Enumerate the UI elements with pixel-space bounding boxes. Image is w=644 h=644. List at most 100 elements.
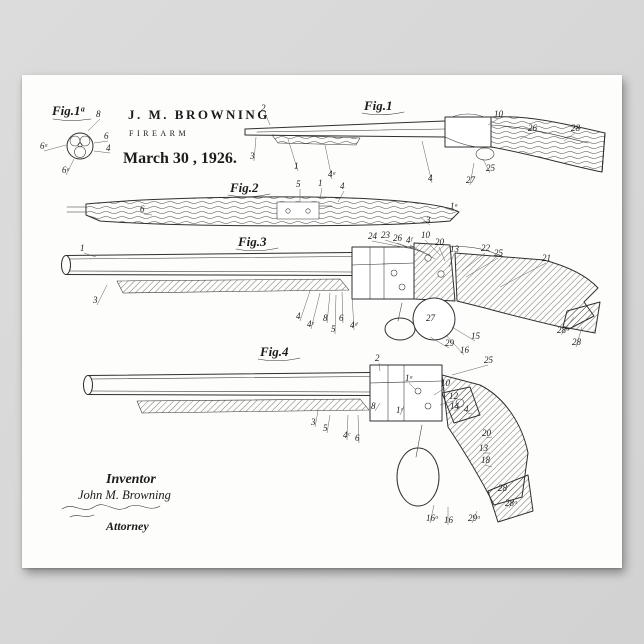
forearm-section: [116, 278, 350, 294]
ref-numeral: 10: [441, 378, 451, 388]
ref-numeral: 27: [466, 175, 476, 185]
leader-line: [326, 292, 331, 324]
leader-line: [438, 246, 446, 262]
leader-line: [371, 240, 419, 251]
receiver-section: [351, 246, 415, 300]
ref-numeral: 3: [92, 295, 98, 305]
butt-wedge-2: [487, 474, 534, 523]
leader-line: [485, 436, 493, 439]
ref-numeral: 1ᵃ: [450, 201, 458, 211]
leader-line: [87, 118, 101, 132]
ref-numeral: 26: [393, 233, 403, 243]
leader-line: [451, 326, 476, 342]
ref-numeral: 12: [449, 391, 459, 401]
fig1a-label: Fig.1ᵃ: [51, 103, 86, 118]
ref-numeral: 6: [355, 433, 360, 443]
fig2-label: Fig.2: [229, 180, 259, 195]
ref-numeral: 13: [450, 244, 460, 254]
ref-numeral: 2: [261, 103, 266, 113]
ref-numeral: 29: [445, 338, 455, 348]
title-block: J. M. BROWNING FIREARM March 30 , 1926.: [123, 107, 270, 167]
forearm-wood-body: [85, 196, 460, 227]
forearm-drawing: [66, 196, 460, 227]
leader-line: [93, 140, 109, 144]
leader-line: [465, 257, 499, 278]
inventor-title: Inventor: [105, 472, 156, 487]
ref-numeral: 8: [371, 401, 376, 411]
ref-numeral: 3: [425, 215, 431, 225]
leader-line: [314, 410, 319, 428]
leader-line: [519, 132, 533, 140]
receiver: [444, 116, 492, 148]
ref-numeral: 23: [381, 230, 391, 240]
leader-line: [357, 414, 360, 444]
ref-numeral: 5: [323, 423, 328, 433]
leader-line: [429, 504, 435, 524]
leader-line: [444, 207, 455, 212]
leader-line: [421, 140, 433, 184]
attorney-label: Attorney: [105, 519, 149, 533]
fig3-label: Fig.3: [237, 234, 267, 249]
ref-numeral: 20: [435, 237, 445, 247]
leader-line: [560, 316, 575, 336]
ref-numeral: 22: [481, 243, 491, 253]
leader-line: [96, 284, 108, 306]
leader-line: [499, 262, 547, 288]
patent-date: March 30 , 1926.: [123, 150, 237, 167]
muzzle: [61, 255, 71, 275]
leader-line: [439, 400, 454, 406]
ref-numeral: 1ᶜ: [396, 405, 404, 415]
ref-numeral: 29ᵃ: [468, 513, 481, 523]
fig3-label-underline: [235, 247, 279, 252]
ref-numeral: 4: [106, 143, 111, 153]
leader-line: [93, 150, 111, 154]
ref-numeral: 4ᵃ: [328, 169, 336, 179]
ref-numeral: 6: [339, 313, 344, 323]
ref-numeral: 8: [96, 109, 101, 119]
fig1-label: Fig.1: [363, 98, 393, 113]
leader-line: [374, 402, 381, 412]
ref-numeral: 1ᵃ: [405, 373, 413, 383]
ref-numeral: 27: [426, 313, 436, 323]
ref-numeral: 8: [323, 313, 328, 323]
mainspring-circle: [412, 297, 456, 341]
figure-3: Fig.3: [61, 230, 601, 356]
fig4-label-underline: [257, 357, 301, 362]
leader-line: [399, 405, 405, 416]
leader-line: [429, 336, 450, 349]
leader-line: [83, 252, 97, 258]
action-cross-section-2: [83, 364, 534, 523]
leader-line: [346, 414, 349, 441]
ref-numeral: 5: [331, 324, 336, 334]
patent-inventor-name: J. M. BROWNING: [128, 107, 270, 122]
trigger-2: [415, 424, 423, 458]
leader-line: [324, 144, 333, 180]
trigger-guard-loop: [384, 317, 416, 341]
patent-subject: FIREARM: [129, 129, 189, 138]
leader-line: [378, 362, 381, 372]
leader-line: [351, 293, 355, 331]
butt-wedge: [562, 301, 601, 334]
ref-numeral: 6ᵃ: [62, 165, 70, 175]
leader-line: [487, 118, 499, 126]
leader-line: [469, 162, 475, 186]
ref-numeral: 20: [482, 428, 492, 438]
ref-numeral: 25: [484, 355, 494, 365]
patent-drawing-svg: J. M. BROWNING FIREARM March 30 , 1926. …: [40, 98, 606, 533]
forearm-section-2: [136, 398, 370, 414]
ref-numeral: 3: [249, 151, 255, 161]
ref-numeral: 16ᵃ: [426, 513, 439, 523]
ref-numeral: 16: [460, 345, 470, 355]
leader-line: [341, 291, 344, 324]
trigger-guard: [475, 147, 495, 161]
leader-line: [453, 406, 461, 412]
leader-line: [484, 464, 493, 468]
leader-line: [575, 326, 583, 348]
